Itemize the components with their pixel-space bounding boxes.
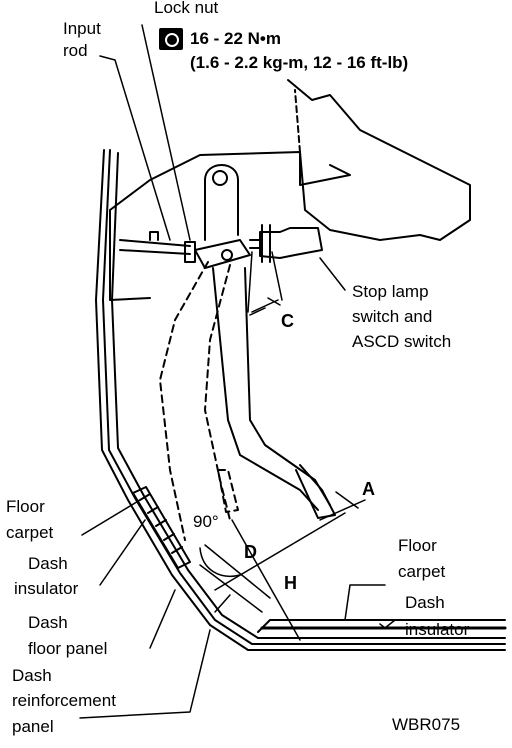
stop-lamp-label-line1: Stop lamp: [352, 282, 429, 301]
floor-carpet-right-label-line2: carpet: [398, 562, 446, 581]
stop-lamp-label-line2: switch and: [352, 307, 433, 326]
dimension-h-label: H: [284, 573, 297, 593]
floor-carpet-right-label-line1: Floor: [398, 536, 437, 555]
dimension-a-label: A: [362, 479, 375, 499]
input-rod: [119, 231, 191, 255]
floor-carpet-left-label-line1: Floor: [6, 497, 45, 516]
leader-lines: [79, 24, 396, 719]
dash-reinforcement-label-line1: Dash: [12, 666, 52, 685]
dash-insulator-left-label-line1: Dash: [28, 554, 68, 573]
dash-insulator-right-label-line2: insulator: [405, 620, 470, 639]
floor-carpet-left-label-line2: carpet: [6, 523, 54, 542]
dash-insulator-right-label-line1: Dash: [405, 593, 445, 612]
dim-c-lines: [247, 251, 283, 316]
dash-reinforcement-label-line3: panel: [12, 717, 54, 736]
figure-code: WBR075: [392, 715, 461, 734]
torque-spec-line1: 16 - 22 N•m: [190, 29, 281, 48]
pedal-arm: [204, 164, 336, 519]
dash-floor-panel-label-line1: Dash: [28, 613, 68, 632]
input-rod-label-line2: rod: [63, 41, 88, 60]
dash-insulator-left-label-line2: insulator: [14, 579, 79, 598]
angle-label: 90°: [193, 512, 219, 531]
stop-lamp-switch: [249, 224, 323, 263]
torque-spec-line2: (1.6 - 2.2 kg-m, 12 - 16 ft-lb): [190, 53, 409, 72]
torque-wrench-icon: [159, 28, 183, 50]
dash-floor-panel-label-line2: floor panel: [28, 639, 108, 658]
dimension-d-label: D: [244, 542, 257, 562]
dimension-c-label: C: [281, 311, 294, 331]
dim-lines: [199, 491, 366, 641]
pedal-bracket: [109, 79, 471, 301]
stop-lamp-label-line3: ASCD switch: [352, 332, 452, 351]
input-rod-label-line1: Input: [63, 19, 101, 38]
dash-reinforcement-label-line2: reinforcement: [12, 691, 116, 710]
floor-carpet-right-shape: [257, 619, 507, 633]
pedal-depressed-position: [159, 261, 239, 541]
lock-nut-label: Lock nut: [154, 0, 219, 17]
dash-insulator-left-shape: [132, 486, 191, 569]
pedal-clevis: [184, 239, 251, 269]
